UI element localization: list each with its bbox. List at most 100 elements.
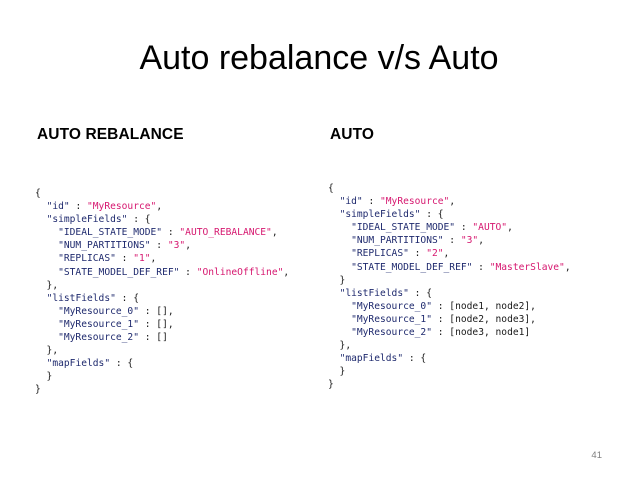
code-line: }: [328, 378, 571, 391]
json-punctuation: [328, 248, 351, 259]
json-punctuation: : {: [420, 209, 444, 221]
code-line: {: [328, 182, 571, 195]
json-key: "MyResource_2": [351, 327, 432, 339]
json-punctuation: ,: [564, 261, 571, 273]
json-punctuation: [35, 306, 58, 317]
json-punctuation: :: [69, 201, 87, 213]
json-key: "listFields": [46, 292, 116, 304]
heading-auto: AUTO: [330, 126, 375, 143]
code-line: "MyResource_2" : []: [35, 331, 289, 344]
code-line: "IDEAL_STATE_MODE" : "AUTO_REBALANCE",: [35, 226, 289, 239]
json-punctuation: }: [35, 371, 53, 383]
json-punctuation: : [],: [138, 318, 174, 330]
json-key: "NUM_PARTITIONS": [58, 240, 151, 252]
json-key: "id": [46, 201, 70, 213]
json-punctuation: }: [328, 379, 334, 391]
json-punctuation: : []: [138, 332, 168, 344]
code-line: "MyResource_0" : [node1, node2],: [328, 300, 571, 313]
code-line: },: [35, 344, 289, 357]
json-punctuation: ,: [150, 253, 157, 265]
json-punctuation: : [],: [138, 305, 174, 317]
code-line: "MyResource_1" : [],: [35, 318, 289, 331]
json-punctuation: [35, 240, 58, 251]
json-key: "REPLICAS": [351, 248, 409, 260]
heading-auto-rebalance: AUTO REBALANCE: [37, 126, 184, 143]
json-string: "AUTO": [472, 222, 508, 234]
code-line: "mapFields" : {: [328, 352, 571, 365]
json-punctuation: :: [115, 253, 134, 265]
code-line: "MyResource_0" : [],: [35, 305, 289, 318]
json-key: "MyResource_1": [58, 318, 139, 330]
json-punctuation: [35, 267, 58, 278]
json-string: "3": [460, 235, 479, 247]
json-punctuation: [35, 214, 47, 225]
code-block-auto: { "id" : "MyResource", "simpleFields" : …: [328, 182, 571, 392]
code-line: "listFields" : {: [328, 287, 571, 300]
json-string: "3": [167, 240, 186, 252]
json-punctuation: : {: [403, 353, 427, 365]
json-key: "STATE_MODEL_DEF_REF": [351, 261, 473, 273]
json-punctuation: : {: [127, 214, 151, 226]
json-string: "MyResource": [380, 196, 450, 208]
json-punctuation: :: [150, 240, 168, 252]
code-line: "REPLICAS" : "1",: [35, 252, 289, 265]
json-punctuation: [35, 253, 58, 264]
json-punctuation: }: [328, 274, 346, 286]
code-line: }: [328, 274, 571, 287]
json-punctuation: [35, 201, 47, 212]
json-punctuation: :: [162, 227, 180, 239]
code-line: "IDEAL_STATE_MODE" : "AUTO",: [328, 221, 571, 234]
code-line: {: [35, 187, 289, 200]
code-line: "STATE_MODEL_DEF_REF" : "MasterSlave",: [328, 261, 571, 274]
json-punctuation: [35, 358, 47, 369]
slide-title: Auto rebalance v/s Auto: [139, 39, 499, 77]
json-punctuation: :: [455, 222, 473, 234]
code-line: "MyResource_2" : [node3, node1]: [328, 326, 571, 339]
json-string: "OnlineOffline": [196, 266, 284, 278]
code-line: "STATE_MODEL_DEF_REF" : "OnlineOffline",: [35, 266, 289, 279]
json-punctuation: {: [35, 188, 41, 199]
code-line: "NUM_PARTITIONS" : "3",: [328, 234, 571, 247]
json-punctuation: : {: [110, 358, 134, 370]
json-key: "IDEAL_STATE_MODE": [58, 227, 163, 239]
json-string: "2": [426, 248, 444, 260]
code-block-auto-rebalance: { "id" : "MyResource", "simpleFields" : …: [35, 187, 289, 397]
code-line: "simpleFields" : {: [328, 208, 571, 221]
json-punctuation: : [node2, node3],: [431, 313, 536, 325]
code-line: },: [328, 339, 571, 352]
json-punctuation: :: [472, 261, 490, 273]
json-punctuation: :: [408, 248, 427, 260]
json-key: "STATE_MODEL_DEF_REF": [58, 266, 180, 278]
json-string: "AUTO_REBALANCE": [179, 227, 272, 239]
json-key: "MyResource_2": [58, 332, 139, 344]
json-punctuation: : [node3, node1]: [431, 327, 531, 339]
json-key: "MyResource_0": [351, 300, 432, 312]
json-key: "mapFields": [46, 358, 111, 370]
json-punctuation: : [node1, node2],: [431, 300, 536, 312]
json-key: "MyResource_1": [351, 313, 432, 325]
json-punctuation: {: [328, 183, 334, 194]
json-punctuation: ,: [507, 222, 513, 234]
page-number: 41: [591, 450, 602, 461]
json-punctuation: [328, 314, 351, 325]
json-key: "simpleFields": [46, 214, 128, 226]
json-punctuation: [35, 227, 58, 238]
json-punctuation: : {: [115, 292, 139, 304]
json-punctuation: :: [362, 196, 380, 208]
code-line: "mapFields" : {: [35, 357, 289, 370]
json-punctuation: },: [328, 340, 352, 352]
json-string: "MyResource": [87, 201, 157, 213]
json-punctuation: },: [35, 279, 59, 291]
json-punctuation: ,: [478, 235, 484, 247]
json-punctuation: [328, 196, 340, 207]
json-key: "simpleFields": [339, 209, 421, 221]
code-line: "listFields" : {: [35, 292, 289, 305]
code-line: "REPLICAS" : "2",: [328, 247, 571, 260]
json-punctuation: [35, 293, 47, 304]
code-line: "simpleFields" : {: [35, 213, 289, 226]
code-line: }: [328, 365, 571, 378]
json-string: "1": [133, 253, 151, 265]
json-key: "listFields": [339, 287, 409, 299]
json-punctuation: [328, 235, 351, 246]
json-punctuation: },: [35, 345, 59, 357]
